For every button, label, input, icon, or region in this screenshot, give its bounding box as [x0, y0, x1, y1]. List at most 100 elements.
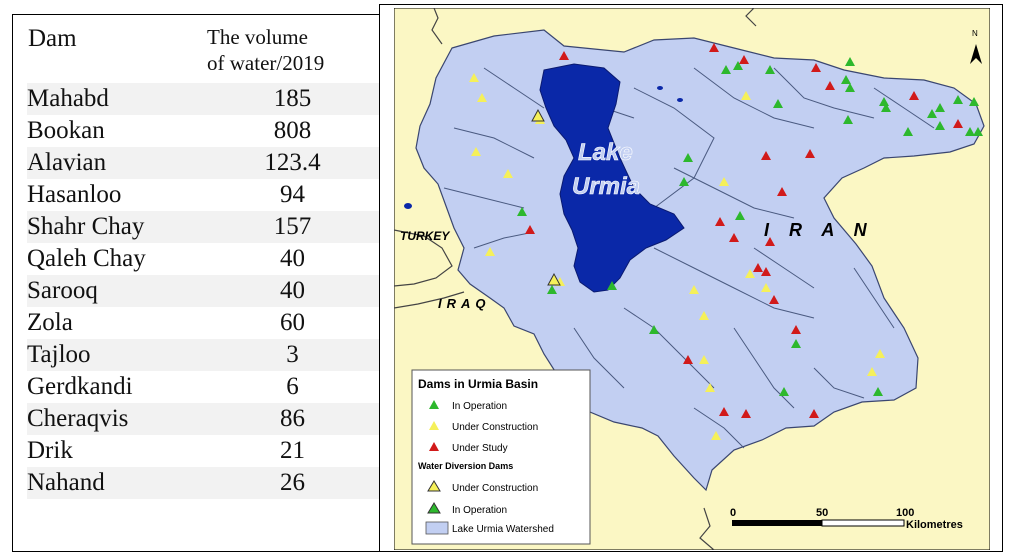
dam-in-operation-marker: [935, 103, 945, 112]
legend-div-in-operation: In Operation: [452, 505, 507, 516]
legend-div-under-construction-icon: [427, 480, 441, 492]
dam-name-cell: Sarooq: [27, 275, 207, 307]
legend-under-construction: Under Construction: [452, 422, 538, 433]
legend-box: [411, 369, 591, 545]
dam-in-operation-marker: [841, 75, 851, 84]
legend-in-operation-icon: [429, 400, 439, 409]
dam-under-study-marker: [719, 407, 729, 416]
volume-cell: 157: [206, 211, 379, 243]
dam-under-construction-marker: [867, 367, 877, 376]
north-arrow-icon: [970, 44, 982, 64]
dam-in-operation-marker: [881, 103, 891, 112]
dam-name-cell: Tajloo: [27, 339, 207, 371]
dam-under-study-marker: [805, 149, 815, 158]
dam-under-study-marker: [559, 51, 569, 60]
label-iran: I R A N: [764, 220, 868, 240]
dam-under-construction-marker: [471, 147, 481, 156]
dam-under-construction-marker: [699, 311, 709, 320]
dam-under-construction-marker: [711, 431, 721, 440]
volume-cell: 3: [206, 339, 379, 371]
dam-under-study-marker: [811, 63, 821, 72]
scale-bar-white: [821, 519, 905, 527]
dam-under-construction-marker: [503, 169, 513, 178]
dam-under-study-marker: [709, 43, 719, 52]
dam-name-cell: Qaleh Chay: [27, 245, 146, 272]
dam-in-operation-marker: [517, 207, 527, 216]
dam-under-construction-marker: [477, 93, 487, 102]
volume-cell: 26: [206, 467, 379, 499]
lake-label-line1: Lake: [578, 139, 633, 166]
legend-title: Dams in Urmia Basin: [418, 377, 538, 391]
dam-under-study-marker: [765, 237, 775, 246]
dam-under-construction-marker: [745, 269, 755, 278]
dam-under-study-marker: [909, 91, 919, 100]
dam-in-operation-marker: [791, 339, 801, 348]
dam-in-operation-marker: [843, 115, 853, 124]
dam-in-operation-marker: [935, 121, 945, 130]
dam-under-study-marker: [753, 263, 763, 272]
dam-name-cell: Cheraqvis: [27, 403, 207, 435]
header-volume-line2: of water/2019: [207, 51, 325, 75]
dam-in-operation-marker: [765, 65, 775, 74]
dam-under-construction-marker: [719, 177, 729, 186]
scale-label-50: 50: [816, 507, 828, 519]
dam-under-study-marker: [809, 409, 819, 418]
volume-cell: 808: [273, 117, 312, 144]
scale-bar: 0 50 100 Kilometres: [730, 507, 963, 531]
dam-under-study-marker: [769, 295, 779, 304]
legend-div-in-operation-icon: [427, 502, 441, 514]
legend-under-study-icon: [429, 442, 439, 451]
dam-in-operation-marker: [965, 127, 975, 136]
dam-under-construction-marker: [699, 355, 709, 364]
dam-in-operation-marker: [547, 285, 557, 294]
urmia-basin-map: Lake Urmia TURKEY IRAQ I R A N N Dams in…: [394, 8, 990, 550]
dam-under-construction-marker: [705, 383, 715, 392]
lake-label-line2: Urmia: [572, 173, 640, 200]
table-header-row: Dam The volume of water/2019: [27, 23, 379, 83]
small-lake-west: [404, 203, 412, 209]
volume-cell: 86: [206, 403, 379, 435]
dam-under-construction-marker: [689, 285, 699, 294]
dam-markers: [469, 43, 983, 440]
dam-under-study-marker: [791, 325, 801, 334]
dam-under-study-marker: [525, 225, 535, 234]
map-legend: Dams in Urmia Basin In Operation Under C…: [411, 369, 591, 545]
dam-in-operation-marker: [879, 97, 889, 106]
dam-under-construction-marker: [741, 91, 751, 100]
dam-in-operation-marker: [679, 177, 689, 186]
volume-cell: 60: [280, 309, 305, 336]
north-arrow: N: [970, 29, 982, 64]
dam-in-operation-marker: [969, 97, 979, 106]
dam-in-operation-marker: [649, 325, 659, 334]
dam-in-operation-marker: [721, 65, 731, 74]
dam-in-operation-marker: [733, 61, 743, 70]
dam-in-operation-marker: [927, 109, 937, 118]
diversion-dam-under-construction-marker: [547, 272, 561, 286]
scale-units: Kilometres: [906, 519, 963, 531]
legend-watershed: Lake Urmia Watershed: [452, 524, 554, 535]
dam-in-operation-marker: [607, 281, 617, 290]
dam-under-study-marker: [741, 409, 751, 418]
legend-under-study: Under Study: [452, 443, 508, 454]
dam-name-cell: Shahr Chay: [27, 211, 207, 243]
legend-under-construction-icon: [429, 421, 439, 430]
rivers: [443, 67, 935, 449]
dam-name-cell: Nahand: [27, 467, 207, 499]
dam-under-construction-marker: [761, 283, 771, 292]
legend-in-operation: In Operation: [452, 401, 507, 412]
legend-div-under-construction: Under Construction: [452, 483, 538, 494]
dam-under-study-marker: [739, 55, 749, 64]
dam-under-construction-marker: [875, 349, 885, 358]
dam-under-construction-marker: [469, 73, 479, 82]
small-lake-north-2: [677, 98, 683, 102]
